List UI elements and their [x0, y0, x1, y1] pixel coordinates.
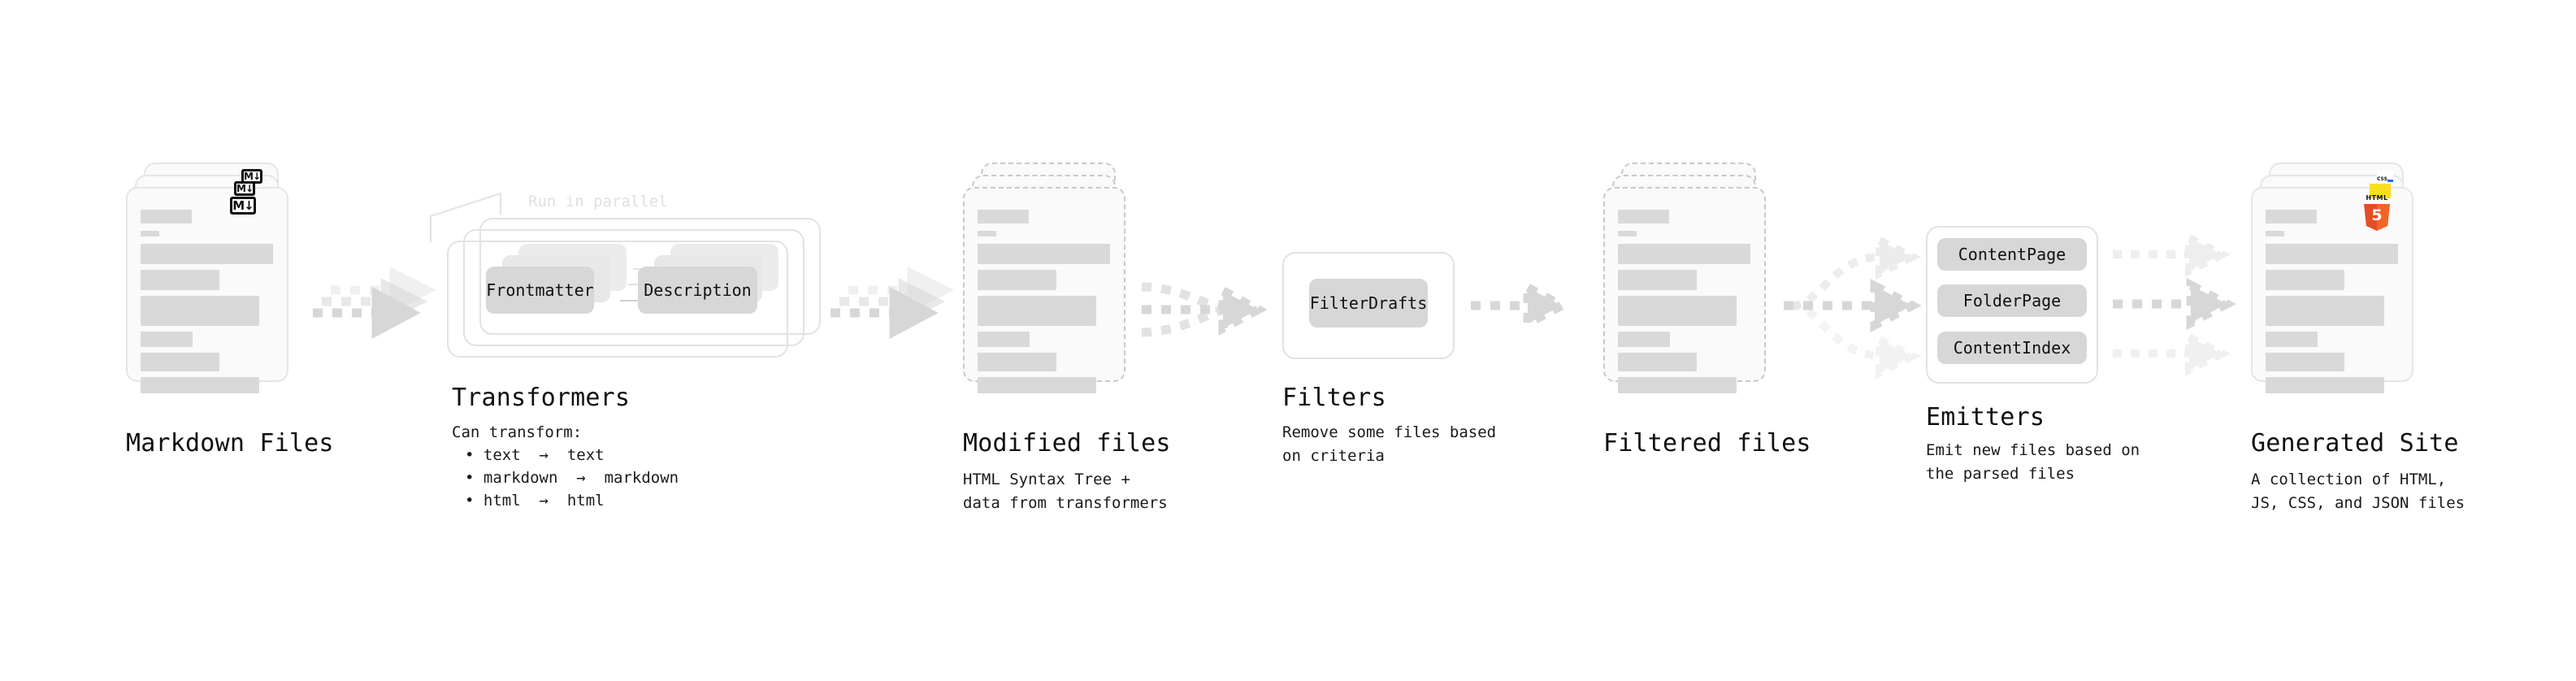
document-content-lines [963, 187, 1125, 393]
stage-title-filters: Filters [1282, 384, 1386, 412]
bullet-label: html → html [483, 492, 605, 510]
chip-label: Description [644, 280, 752, 300]
group-layer-mid [463, 229, 804, 346]
filter-chip-filterdrafts[interactable]: FilterDrafts [1309, 279, 1428, 327]
css-badge-label: CSS [2377, 176, 2387, 182]
md-badge-arrow: ↓ [252, 171, 261, 182]
group-layer-front [1926, 226, 2098, 384]
stage-desc-filters: Remove some files based on criteria [1282, 423, 1497, 465]
css-badge-rule [2387, 180, 2393, 182]
transformer-chip-description[interactable]: Description [638, 267, 757, 314]
html5-digit: 5 [2371, 206, 2383, 224]
md-badge-arrow: ↓ [245, 183, 254, 194]
md-badge-arrow: ↓ [244, 197, 254, 213]
document-content-lines [1603, 187, 1766, 393]
md-badge-letter: M [236, 183, 246, 194]
connector-filtered-to-emitters [1784, 233, 1922, 380]
css-icon: CSS [2377, 171, 2393, 182]
emitter-chip-folderpage[interactable]: FolderPage [1937, 284, 2087, 317]
run-in-parallel-note: Run in parallel [528, 193, 668, 210]
html5-wordmark: HTML [2366, 194, 2388, 202]
transformers-bullet-1: • markdown → markdown [465, 469, 679, 487]
chip-label: FolderPage [1962, 291, 2062, 310]
stage-title-markdown-files: Markdown Files [126, 429, 334, 458]
emitter-chip-contentpage[interactable]: ContentPage [1937, 238, 2087, 271]
connector-transformers-to-modified [830, 267, 955, 340]
connector-filters-to-filtered [1471, 280, 1572, 332]
chip-label: ContentPage [1958, 245, 2066, 264]
transformer-chip-frontmatter[interactable]: Frontmatter [486, 267, 594, 314]
chip-label: FilterDrafts [1309, 293, 1428, 313]
stage-title-emitters: Emitters [1926, 403, 2045, 432]
stage-title-transformers: Transformers [452, 384, 631, 412]
stage-title-generated-site: Generated Site [2251, 429, 2459, 458]
md-badge-letter: M [244, 171, 254, 182]
group-layer-front [1282, 252, 1455, 359]
html5-shield-highlight [2377, 204, 2390, 231]
stage-desc-emitters: Emit new files based on the parsed files [1926, 441, 2140, 483]
emitter-chip-contentindex[interactable]: ContentIndex [1937, 332, 2087, 364]
document-content-lines [126, 187, 288, 393]
stage-desc-modified-files: HTML Syntax Tree + data from transformer… [963, 471, 1168, 512]
group-layer-front [447, 241, 788, 358]
connector-modified-to-filters [1141, 282, 1268, 337]
stage-title-filtered-files: Filtered files [1603, 429, 1811, 458]
markdown-icon: M↓ [230, 197, 256, 215]
bullet-label: text → text [483, 446, 605, 464]
stage-title-modified-files: Modified files [963, 429, 1171, 458]
bullet-label: markdown → markdown [483, 469, 679, 487]
transformers-bullet-2: • html → html [465, 492, 605, 510]
md-badge-letter: M [232, 197, 245, 213]
document-content-lines [2251, 187, 2413, 393]
markdown-icon-mid: M↓ [234, 181, 255, 196]
html5-icon: HTML 5 [2363, 195, 2391, 231]
chip-label: ContentIndex [1953, 338, 2071, 358]
transformers-bullet-0: • text → text [465, 446, 605, 464]
stage-desc-transformers: Can transform: [452, 423, 583, 441]
connector-md-to-transformers [313, 267, 437, 340]
chip-label: Frontmatter [486, 280, 594, 300]
group-layer-back [479, 218, 821, 335]
js-icon [2370, 184, 2391, 198]
stage-desc-generated-site: A collection of HTML, JS, CSS, and JSON … [2251, 471, 2465, 512]
